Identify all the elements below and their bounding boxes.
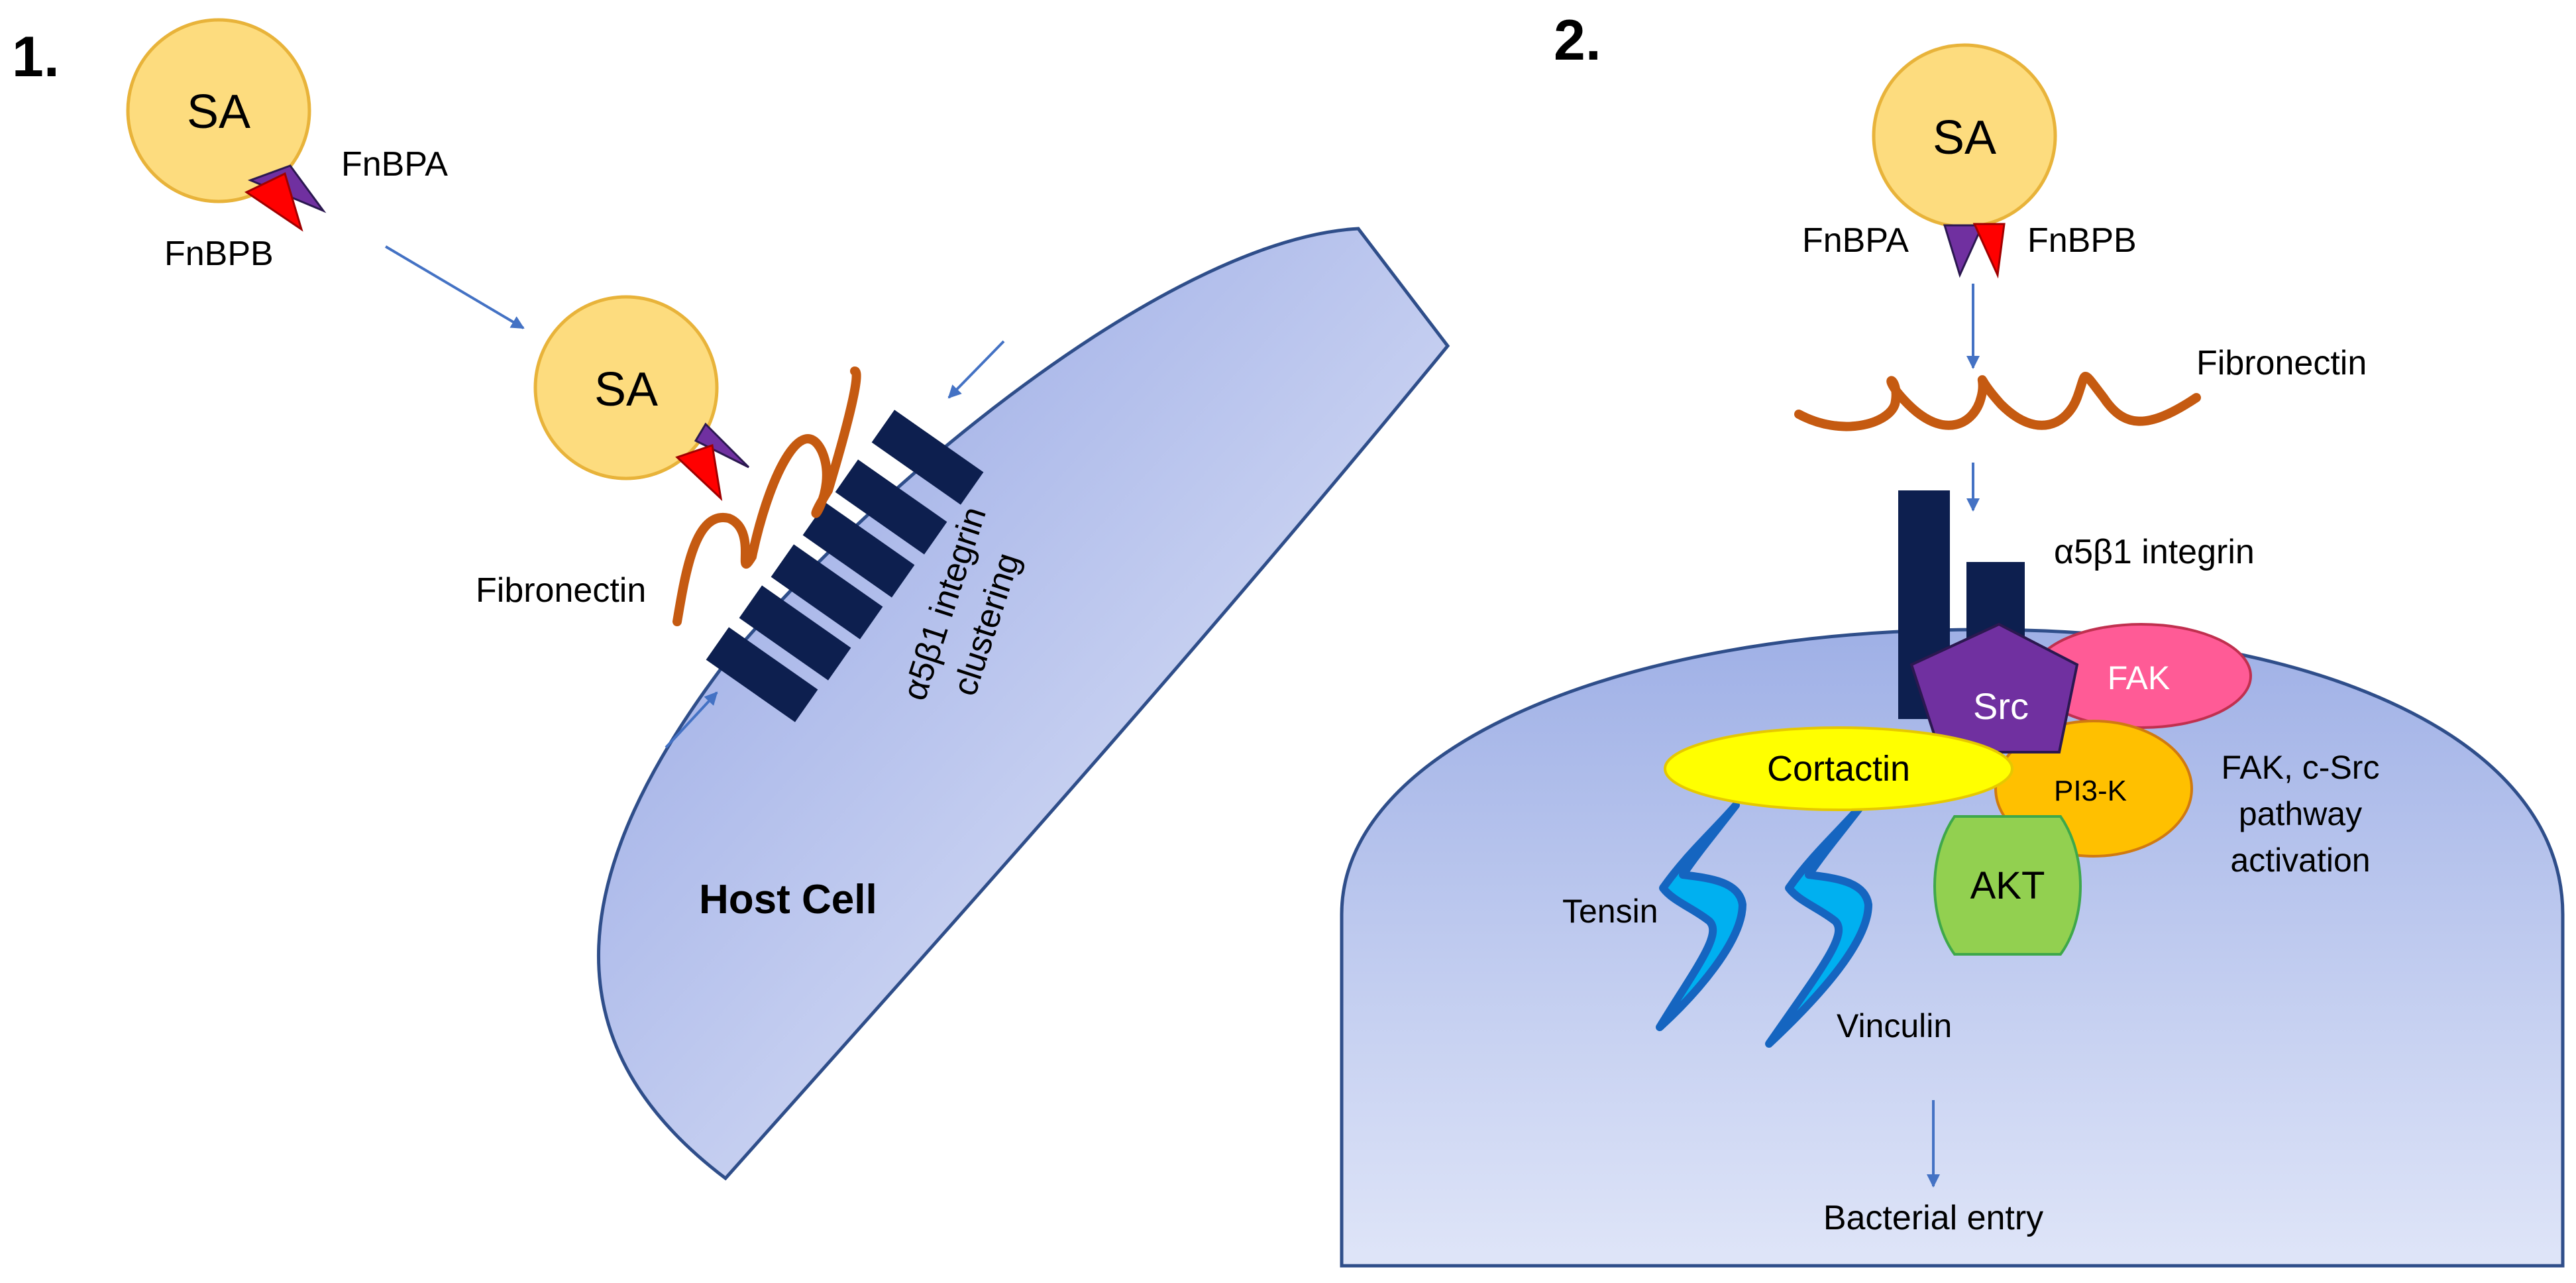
vinculin-protein (1765, 801, 1872, 1048)
fnbpb-label-2: FnBPB (2027, 221, 2137, 260)
bacterium-sa-1 (126, 18, 311, 203)
bacterium-sa-2 (533, 295, 719, 480)
host-cell-label: Host Cell (699, 877, 877, 922)
panel-1: 1. Host Cell SA FnBPA FnBPB SA Fi (12, 18, 1450, 1181)
fibronectin-label: Fibronectin (476, 571, 646, 610)
fibronectin-label-2: Fibronectin (2196, 344, 2367, 382)
fak-label: FAK (2108, 659, 2170, 697)
integrin-bar (802, 502, 915, 598)
fnbpb-label: FnBPB (164, 235, 274, 273)
tensin-label: Tensin (1562, 893, 1658, 930)
fnbpa-protein-bound (694, 422, 750, 469)
panel-2-number: 2. (1554, 9, 1601, 72)
akt-label: AKT (1970, 864, 2045, 907)
akt-protein (1933, 815, 2082, 956)
fnbpa-label-2: FnBPA (1802, 221, 1909, 260)
integrin-bar (835, 459, 947, 555)
integrin-bar (739, 585, 851, 681)
bacterium-sa-2-label: SA (594, 363, 658, 416)
host-cell (597, 227, 1450, 1181)
arrow-approach (384, 245, 525, 329)
bacterial-entry-label: Bacterial entry (1823, 1199, 2043, 1237)
arrow-cluster-lower (665, 691, 718, 749)
integrin-cluster (706, 410, 984, 722)
cortactin-label: Cortactin (1767, 749, 1910, 789)
src-label: Src (1973, 685, 2029, 727)
integrin-bar (871, 410, 984, 505)
pi3k-label: PI3-K (2054, 775, 2127, 807)
integrin-bar (706, 627, 818, 722)
fnbpa-protein-2 (1943, 224, 1984, 278)
bacterium-sa-1-label: SA (187, 85, 250, 139)
integrin-label-2: α5β1 integrin (2054, 533, 2255, 571)
panel-1-number: 1. (12, 25, 60, 89)
arrow-cluster-upper (947, 340, 1005, 399)
bacterium-sa-3-label: SA (1933, 111, 1996, 164)
fnbpb-protein (244, 172, 303, 232)
fnbpb-protein-2 (1972, 223, 2006, 279)
pathway-label-line1: FAK, c-Src (2222, 749, 2380, 786)
cortactin-protein (1664, 726, 2013, 811)
vinculin-label: Vinculin (1837, 1007, 1952, 1044)
integrin-bar (771, 544, 883, 640)
pathway-label-line3: activation (2230, 842, 2370, 879)
fibronectin-strand-2 (1794, 372, 2201, 431)
fnbpa-label: FnBPA (341, 145, 448, 184)
fnbpb-protein-bound (675, 444, 723, 502)
fibronectin-strand (672, 366, 861, 626)
tensin-protein (1656, 801, 1746, 1031)
pathway-label-line2: pathway (2239, 795, 2362, 832)
panel-2: 2. SA FnBPA FnBPB Fibronectin α5β1 integ… (1340, 9, 2565, 1268)
